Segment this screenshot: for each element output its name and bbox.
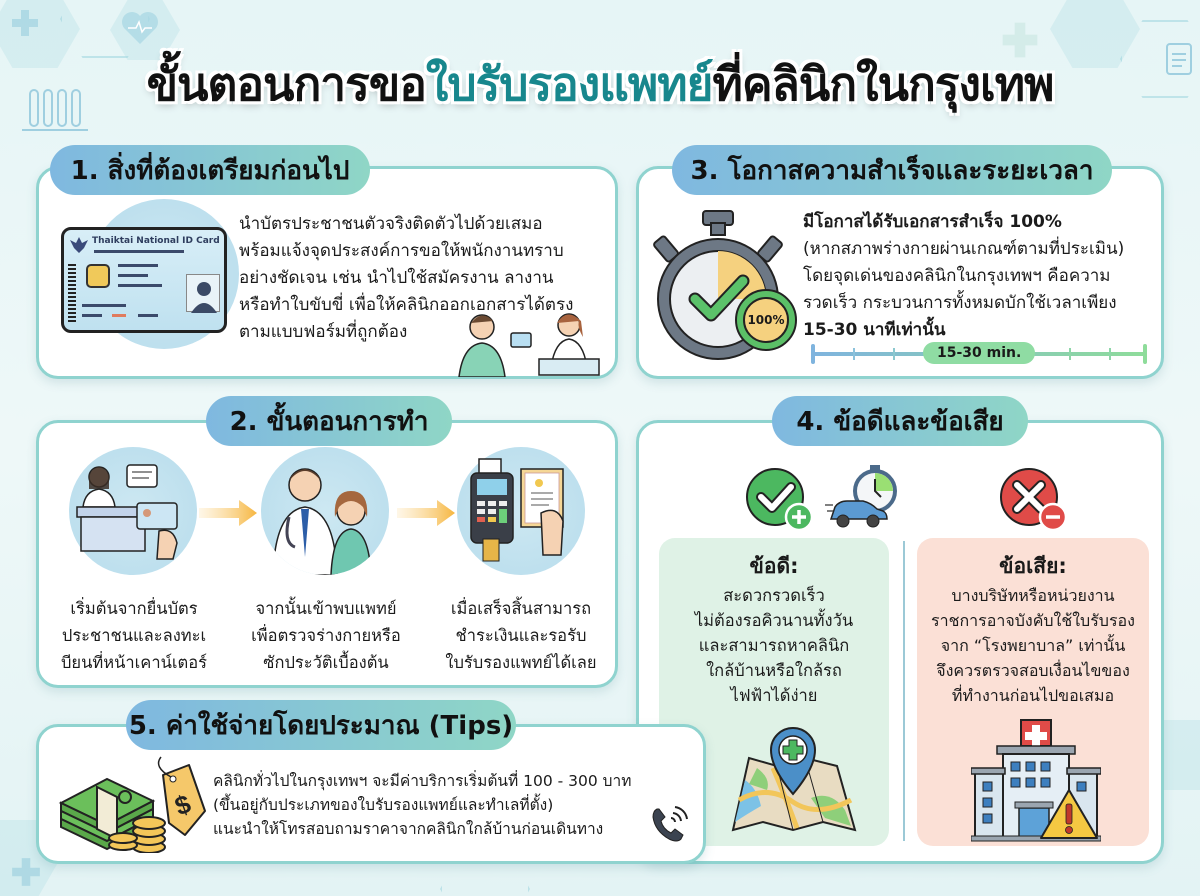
text-line: ใกล้บ้านหรือใกล้รถ (706, 661, 842, 680)
text-line: สะดวกรวดเร็ว (723, 586, 825, 605)
text-line: (หากสภาพร่างกายผ่านเกณฑ์ตามที่ประเมิน) (803, 239, 1125, 259)
text-line: 15-30 นาทีเท่านั้น (803, 320, 946, 340)
heading-text: 3. โอกาสความสำเร็จและระยะเวลา (690, 155, 1094, 186)
text-line: (ขึ้นอยู่กับประเภทของใบรับรองแพทย์และทำเ… (213, 796, 554, 814)
check-plus-icon (746, 468, 814, 532)
pros-cons-divider (903, 541, 905, 841)
text-line: แนะนำให้โทรสอบถามราคาจากคลินิกใกล้บ้านก่… (213, 820, 604, 838)
heading-text: 5. ค่าใช้จ่ายโดยประมาณ (Tips) (128, 710, 514, 741)
badge-text: 100% (743, 297, 789, 343)
section-heading-proscons: 4. ข้อดีและข้อเสีย (772, 396, 1028, 446)
text-line: เมื่อเสร็จสิ้นสามารถ (450, 599, 592, 618)
phone-call-icon (652, 806, 688, 842)
map-pin-icon (731, 727, 857, 832)
text-line: อย่างชัดเจน เช่น นำไปใช้สมัครงาน ลางาน (239, 268, 554, 288)
pros-title: ข้อดี: (749, 554, 799, 578)
cons-description: บางบริษัทหรือหน่วยงาน ราชการอาจบังคับใช้… (917, 583, 1149, 708)
barcode-icon (68, 264, 76, 324)
step-3-illustration (457, 447, 585, 575)
pros-description: สะดวกรวดเร็ว ไม่ต้องรอคิวนานทั้งวัน และส… (659, 583, 889, 708)
step-2-text: จากนั้นเข้าพบแพทย์ เพื่อตรวจร่างกายหรือ … (233, 595, 419, 676)
title-part-2: ที่คลินิกในกรุงเทพ (712, 57, 1055, 111)
text-line: จึงควรตรวจสอบเงื่อนไขของ (936, 661, 1130, 680)
heading-text: 1. สิ่งที่ต้องเตรียมก่อนไป (70, 155, 350, 186)
step-2-illustration (261, 447, 389, 575)
reception-icon (76, 464, 178, 560)
text-line: และสามารถหาคลินิก (698, 636, 850, 655)
step-1-illustration (69, 447, 197, 575)
text-line: เพื่อตรวจร่างกายหรือ (251, 626, 401, 645)
title-accent: ใบรับรองแพทย์ (425, 57, 714, 111)
text-line: มีโอกาสได้รับเอกสารสำเร็จ 100% (803, 212, 1062, 232)
text-line: ตามแบบฟอร์มที่ถูกต้อง (239, 322, 408, 342)
text-line: ไม่ต้องรอคิวนานทั้งวัน (694, 611, 854, 630)
text-line: ที่ทำงานก่อนไปขอเสมอ (951, 686, 1115, 705)
arrow-right-icon (199, 500, 257, 526)
text-line: จากนั้นเข้าพบแพทย์ (255, 599, 397, 618)
payment-certificate-icon (470, 458, 564, 562)
garuda-emblem-icon (70, 237, 88, 253)
text-line: ไฟฟ้าได้ง่าย (730, 686, 818, 705)
patient-staff-illustration (458, 313, 600, 377)
text-line: เริ่มต้นจากยื่นบัตร (70, 599, 198, 618)
success-description: มีโอกาสได้รับเอกสารสำเร็จ 100% (หากสภาพร… (803, 209, 1163, 344)
prepare-description: นำบัตรประชาชนตัวจริงติดตัวไปด้วยเสมอ พร้… (239, 211, 619, 346)
money-price-tag-icon: $ (58, 756, 206, 853)
text-line: โดยจุดเด่นของคลินิกในกรุงเทพฯ คือความ (803, 266, 1111, 286)
timeline-label: 15-30 min. (923, 342, 1036, 364)
section-heading-cost: 5. ค่าใช้จ่ายโดยประมาณ (Tips) (126, 700, 516, 750)
page-title: ขั้นตอนการขอใบรับรองแพทย์ที่คลินิกในกรุง… (0, 48, 1200, 121)
text-line: ราชการอาจบังคับใช้ใบรับรอง (931, 611, 1135, 630)
id-card-illustration: Thaiktai National ID Card (61, 227, 227, 333)
text-line: คลินิกทั่วไปในกรุงเทพฯ จะมีค่าบริการเริ่… (213, 772, 632, 790)
cons-box: ข้อเสีย: บางบริษัทหรือหน่วยงาน ราชการอาจ… (917, 538, 1149, 846)
id-card-label: Thaiktai National ID Card (92, 236, 220, 246)
text-line: บียนที่หน้าเคาน์เตอร์ (60, 653, 208, 672)
heading-text: 2. ขั้นตอนการทำ (229, 406, 429, 437)
step-1-text: เริ่มต้นจากยื่นบัตร ประชาชนและลงทะเ บียน… (41, 595, 227, 676)
cons-title: ข้อเสีย: (999, 554, 1067, 578)
section-heading-steps: 2. ขั้นตอนการทำ (206, 396, 452, 446)
text-line: จาก “โรงพยาบาล” เท่านั้น (940, 636, 1126, 655)
arrow-right-icon (397, 500, 455, 526)
title-part-1: ขั้นตอนการขอ (146, 57, 427, 111)
step-3-text: เมื่อเสร็จสิ้นสามารถ ชำระเงินและรอรับ ใบ… (425, 595, 617, 676)
section-prepare-card: Thaiktai National ID Card นำบัตรประชาชนต… (36, 166, 618, 379)
text-line: หรือทำใบขับขี่ เพื่อให้คลินิกออกเอกสารได… (239, 295, 574, 315)
text-line: ใบรับรองแพทย์ได้เลย (445, 653, 597, 672)
heart-icon (122, 12, 158, 44)
section-proscons-card: ข้อดี: สะดวกรวดเร็ว ไม่ต้องรอคิวนานทั้งว… (636, 420, 1164, 864)
hospital-warning-icon (971, 719, 1101, 842)
doctor-patient-icon (272, 468, 372, 575)
text-line: นำบัตรประชาชนตัวจริงติดตัวไปด้วยเสมอ (239, 214, 543, 234)
text-line: รวดเร็ว กระบวนการทั้งหมดบักใช้เวลาเพียง (803, 293, 1117, 313)
text-line: ชำระเงินและรอรับ (455, 626, 587, 645)
plus-icon (12, 10, 38, 36)
cross-minus-icon (1000, 468, 1068, 532)
heading-text: 4. ข้อดีและข้อเสีย (796, 406, 1004, 437)
photo-avatar-icon (186, 274, 220, 313)
chip-icon (86, 264, 110, 288)
text-line: ประชาชนและลงทะเ (61, 626, 207, 645)
section-heading-prepare: 1. สิ่งที่ต้องเตรียมก่อนไป (50, 145, 370, 195)
car-stopwatch-icon (825, 465, 897, 528)
text-line: ซักประวัติเบื้องต้น (263, 653, 389, 672)
cost-description: คลินิกทั่วไปในกรุงเทพฯ จะมีค่าบริการเริ่… (213, 769, 703, 841)
plus-icon (12, 858, 40, 886)
text-line: บางบริษัทหรือหน่วยงาน (951, 586, 1115, 605)
success-badge: 100% (735, 289, 797, 351)
section-heading-success: 3. โอกาสความสำเร็จและระยะเวลา (672, 145, 1112, 195)
text-line: พร้อมแจ้งจุดประสงค์การขอให้พนักงานทราบ (239, 241, 564, 261)
section-success-card: 100% มีโอกาสได้รับเอกสารสำเร็จ 100% (หาก… (636, 166, 1164, 379)
section-steps-card: เริ่มต้นจากยื่นบัตร ประชาชนและลงทะเ บียน… (36, 420, 618, 688)
